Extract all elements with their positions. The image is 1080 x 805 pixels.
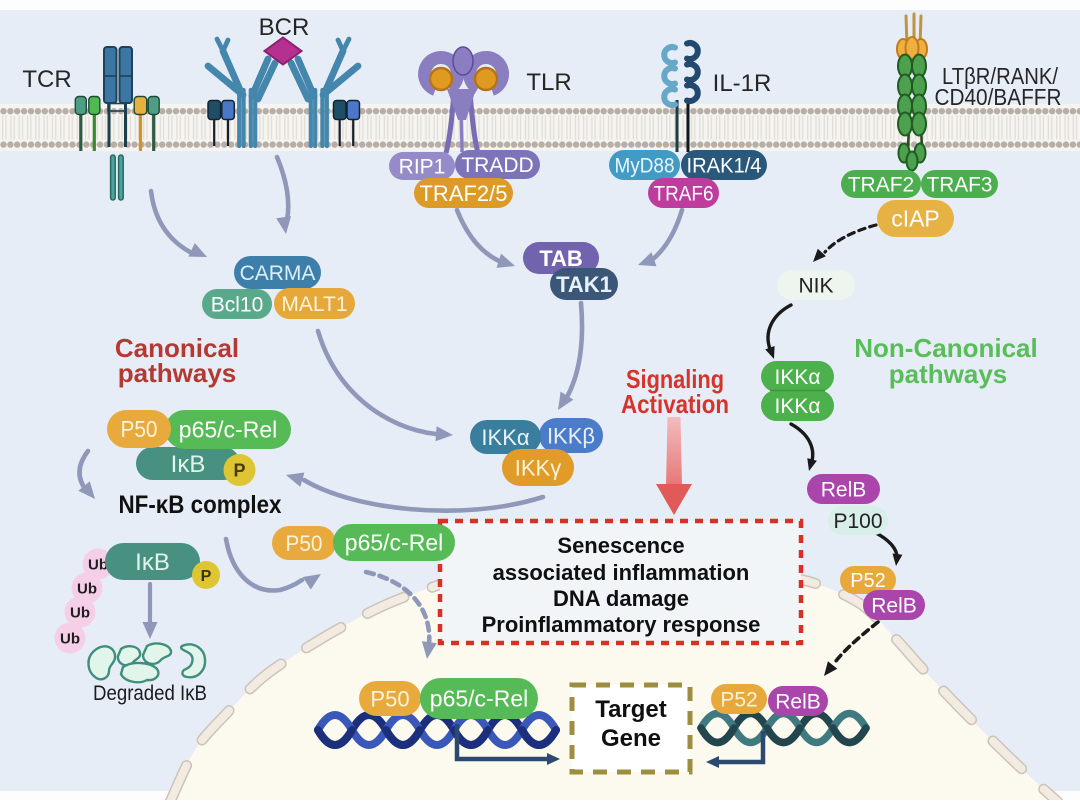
svg-text:P50: P50 bbox=[121, 416, 158, 442]
svg-text:MALT1: MALT1 bbox=[281, 293, 347, 316]
svg-text:Signaling: Signaling bbox=[626, 364, 724, 394]
svg-text:IKKβ: IKKβ bbox=[547, 423, 595, 448]
svg-text:TAK1: TAK1 bbox=[556, 272, 612, 297]
svg-text:NF-κB complex: NF-κB complex bbox=[119, 491, 282, 519]
svg-text:IKKα: IKKα bbox=[775, 395, 821, 418]
svg-text:MyD88: MyD88 bbox=[615, 155, 675, 178]
svg-text:NIK: NIK bbox=[798, 275, 833, 298]
svg-text:RelB: RelB bbox=[821, 479, 867, 502]
svg-text:TRAF6: TRAF6 bbox=[654, 183, 714, 206]
svg-text:Ub: Ub bbox=[77, 581, 97, 598]
svg-text:BCR: BCR bbox=[259, 14, 310, 41]
svg-text:RelB: RelB bbox=[775, 691, 821, 714]
svg-text:pathways: pathways bbox=[889, 359, 1008, 389]
svg-text:TCR: TCR bbox=[22, 66, 71, 93]
svg-text:Target: Target bbox=[595, 696, 667, 723]
svg-text:IKKα: IKKα bbox=[775, 366, 821, 389]
svg-text:P50: P50 bbox=[370, 686, 409, 711]
svg-text:P100: P100 bbox=[834, 510, 883, 533]
svg-text:Ub: Ub bbox=[88, 557, 108, 574]
svg-text:Non-Canonical: Non-Canonical bbox=[854, 333, 1037, 363]
svg-text:IRAK1/4: IRAK1/4 bbox=[687, 155, 762, 178]
svg-text:IKKγ: IKKγ bbox=[515, 455, 561, 480]
svg-text:TRAF3: TRAF3 bbox=[927, 174, 993, 197]
svg-text:Activation: Activation bbox=[621, 389, 729, 419]
svg-text:Ub: Ub bbox=[70, 605, 90, 622]
svg-text:P52: P52 bbox=[850, 570, 886, 592]
svg-text:pathways: pathways bbox=[118, 358, 237, 388]
svg-text:P: P bbox=[233, 461, 245, 481]
svg-text:Senescence: Senescence bbox=[557, 533, 684, 558]
svg-text:LTβR/RANK/: LTβR/RANK/ bbox=[942, 63, 1059, 89]
svg-text:P: P bbox=[201, 568, 212, 585]
svg-text:Proinflammatory response: Proinflammatory response bbox=[482, 612, 761, 637]
svg-text:IκB: IκB bbox=[135, 549, 170, 576]
svg-text:cIAP: cIAP bbox=[891, 206, 940, 232]
svg-text:p65/c-Rel: p65/c-Rel bbox=[179, 417, 277, 443]
svg-text:TLR: TLR bbox=[526, 69, 571, 96]
svg-text:TRAF2/5: TRAF2/5 bbox=[420, 181, 508, 206]
svg-text:P50: P50 bbox=[286, 531, 323, 556]
svg-text:P52: P52 bbox=[720, 689, 757, 712]
svg-text:CD40/BAFFR: CD40/BAFFR bbox=[935, 84, 1062, 110]
svg-text:p65/c-Rel: p65/c-Rel bbox=[345, 530, 443, 556]
svg-text:Canonical: Canonical bbox=[115, 333, 239, 363]
svg-text:TRADD: TRADD bbox=[461, 154, 533, 177]
svg-text:RelB: RelB bbox=[871, 595, 917, 618]
svg-text:DNA damage: DNA damage bbox=[553, 586, 689, 611]
svg-text:Ub: Ub bbox=[60, 631, 80, 648]
svg-text:IκB: IκB bbox=[171, 451, 206, 478]
svg-text:Degraded IκB: Degraded IκB bbox=[93, 682, 207, 705]
svg-text:Gene: Gene bbox=[601, 725, 661, 752]
svg-text:IL-1R: IL-1R bbox=[713, 70, 772, 97]
svg-text:p65/c-Rel: p65/c-Rel bbox=[430, 686, 528, 712]
svg-text:associated inflammation: associated inflammation bbox=[493, 560, 750, 585]
svg-text:CARMA: CARMA bbox=[240, 262, 316, 285]
svg-text:TAB: TAB bbox=[539, 246, 583, 271]
svg-text:Bcl10: Bcl10 bbox=[211, 294, 264, 317]
svg-text:IKKα: IKKα bbox=[481, 425, 529, 450]
svg-text:TRAF2: TRAF2 bbox=[848, 174, 915, 197]
svg-text:RIP1: RIP1 bbox=[399, 156, 446, 179]
